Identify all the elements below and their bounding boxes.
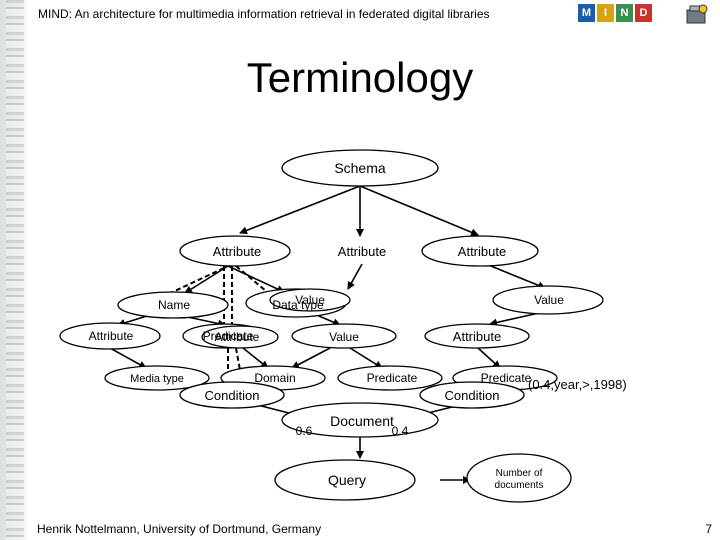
node-attribute-far-left <box>59 322 161 350</box>
node-value-top <box>269 288 351 312</box>
node-name <box>117 291 229 319</box>
label-value-center: Value <box>329 330 359 344</box>
label-number-of-documents-line2: documents <box>495 480 544 491</box>
label-media-type: Media type <box>130 373 184 385</box>
header-title: MIND: An architecture for multimedia inf… <box>38 7 490 21</box>
label-condition-right: Condition <box>445 388 500 403</box>
node-media-type <box>104 365 210 391</box>
label-schema: Schema <box>334 160 386 176</box>
edge-attr-far-left-media <box>109 347 147 369</box>
node-number-of-documents <box>466 453 572 503</box>
label-attribute-left: Attribute <box>213 244 261 259</box>
label-attribute-lower-right: Attribute <box>453 329 501 344</box>
node-condition-right <box>419 381 525 409</box>
node-condition-left <box>179 381 285 409</box>
footer-author: Henrik Nottelmann, University of Dortmun… <box>37 522 322 536</box>
edge-attr-right-value <box>485 263 546 290</box>
label-weight-left: 0.6 <box>296 424 313 438</box>
label-weight-right: 0.4 <box>392 424 409 438</box>
node-query <box>274 459 416 501</box>
dashed-link-3 <box>163 267 225 297</box>
label-condition-left: Condition <box>205 388 260 403</box>
edge-schema-attr-right <box>359 185 479 237</box>
label-value-top: Value <box>295 293 325 307</box>
node-schema <box>281 149 439 187</box>
label-condition-example: (0.4,year,>,1998) <box>528 377 627 392</box>
node-value-right <box>492 285 604 315</box>
label-predicate-mid: Predicate <box>367 371 418 385</box>
toolbox-icon <box>686 4 708 24</box>
label-value-right: Value <box>534 293 564 307</box>
label-query: Query <box>328 472 366 488</box>
label-attribute-far-left: Attribute <box>89 329 134 343</box>
page-number: 7 <box>705 522 712 536</box>
label-number-of-documents-line1: Number of <box>496 468 543 479</box>
node-attribute-overlap <box>201 325 279 349</box>
edge-value-center-predicate <box>349 347 383 369</box>
label-attribute-mid: Attribute <box>338 244 386 259</box>
mind-logo: M I N D <box>578 4 652 22</box>
label-attribute-right: Attribute <box>458 244 506 259</box>
node-value-center <box>291 323 397 349</box>
label-predicate-right: Predicate <box>481 371 532 385</box>
label-attribute-overlap: Attribute <box>215 330 260 344</box>
edge-attr-lower-predicate <box>477 347 501 369</box>
logo-letter-n: N <box>616 4 633 22</box>
node-attribute-lower-right <box>424 323 530 349</box>
node-document <box>281 402 439 438</box>
logo-letter-m: M <box>578 4 595 22</box>
edge-value-center-domain <box>291 347 331 369</box>
logo-letter-d: D <box>635 4 652 22</box>
decorative-sidebar <box>0 0 30 540</box>
edge-attr-left-datatype <box>227 265 285 293</box>
edge-attr-mid-value <box>347 263 363 290</box>
label-predicate-overlap: Predicate <box>203 329 254 343</box>
label-domain: Domain <box>254 371 295 385</box>
label-name: Name <box>158 298 190 312</box>
node-attribute-right <box>421 235 539 267</box>
node-attribute-left <box>179 235 291 267</box>
label-data-type: Data type <box>272 298 324 312</box>
edge-attr-overlap-domain <box>242 347 269 369</box>
slide-title: Terminology <box>246 54 474 101</box>
edge-schema-attr-left <box>239 185 361 235</box>
label-document: Document <box>330 413 394 429</box>
logo-letter-i: I <box>597 4 614 22</box>
node-predicate-mid <box>337 365 443 391</box>
